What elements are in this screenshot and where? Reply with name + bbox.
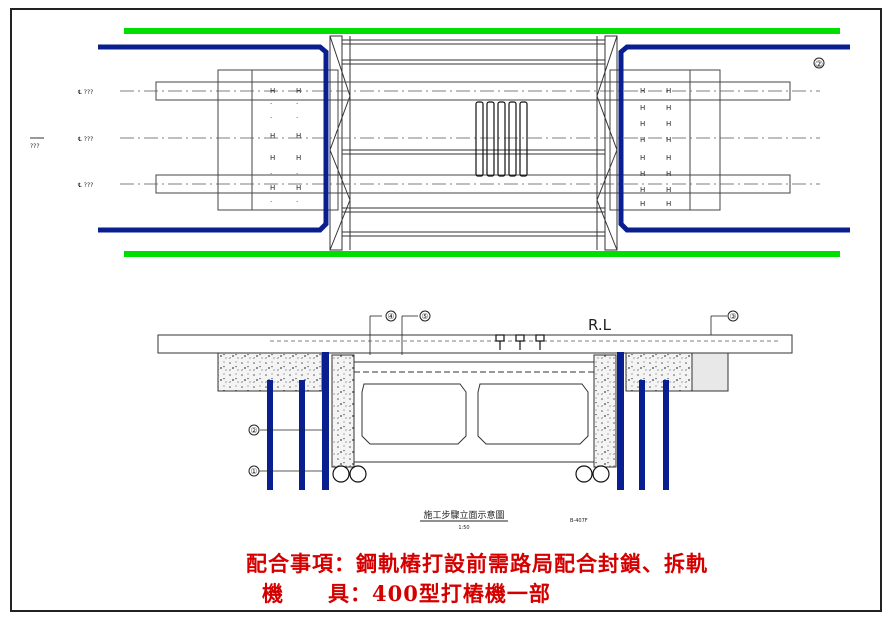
svg-text:H: H [270,87,275,95]
svg-text:·: · [296,114,298,122]
svg-text:·: · [270,114,272,122]
concrete-left-wall [331,354,355,468]
svg-text:H: H [270,184,275,192]
svg-text:·: · [270,170,272,178]
bottom-pipes [332,465,610,483]
runway-beams [155,81,791,194]
svg-text:·: · [296,198,298,206]
svg-text:H: H [640,200,645,208]
svg-text:H: H [640,186,645,194]
svg-text:H: H [640,104,645,112]
rl-label: R.L [588,316,612,334]
svg-text:H: H [270,132,275,140]
axis-label-2: ℄ ??? [78,136,93,143]
svg-text:H: H [666,200,671,208]
drawing-frame [10,8,882,612]
svg-text:H: H [640,120,645,128]
svg-text:·: · [270,198,272,206]
side-tag: ??? [30,143,40,150]
svg-text:H: H [666,87,671,95]
svg-text:H: H [666,104,671,112]
axis-label-1: ℄ ??? [78,89,93,96]
svg-text:H: H [666,154,671,162]
svg-text:H: H [640,170,645,178]
svg-text:H: H [666,170,671,178]
rail-slab [157,334,793,354]
section-title: 施工步驟立面示意圖 [423,509,504,521]
svg-text:H: H [640,136,645,144]
girder-outline-plan [217,69,721,211]
callout-4: ④ [387,312,394,321]
svg-text:H: H [666,136,671,144]
section-note: B-407F [570,518,588,524]
section-scale: 1:50 [458,525,469,531]
callout-2b: ② [250,426,257,435]
svg-text:H: H [640,87,645,95]
rail-top [124,28,840,34]
callout-3: ③ [729,312,736,321]
concrete-right-wall [593,354,617,468]
rail-bottom [124,251,840,257]
box-girder [353,361,595,463]
callout-1: ① [250,467,257,476]
svg-text:·: · [296,100,298,108]
steel-frame [329,35,618,251]
center-lines [120,90,820,185]
sheet-piles-section [267,352,669,490]
svg-text:H: H [640,154,645,162]
svg-text:H: H [270,154,275,162]
svg-text:H: H [296,132,301,140]
callout-2: ② [815,60,823,70]
coordination-note: 配合事項：鋼軌樁打設前需路局配合封鎖、拆軌 [246,551,708,576]
axis-label-3: ℄ ??? [78,182,93,189]
svg-text:H: H [666,120,671,128]
section-view: R.L [157,310,793,531]
rail-ties [475,101,528,177]
rails-section [495,334,545,350]
svg-text:H: H [296,184,301,192]
svg-text:·: · [270,100,272,108]
svg-text:H: H [296,154,301,162]
section-callouts [258,315,727,472]
svg-text:·: · [296,170,298,178]
sheet-pile-plan [98,44,850,233]
svg-text:H: H [296,87,301,95]
equipment-note: 機 具：400型打樁機一部 [262,581,551,606]
svg-text:H: H [666,186,671,194]
callout-5: ⑤ [421,312,428,321]
